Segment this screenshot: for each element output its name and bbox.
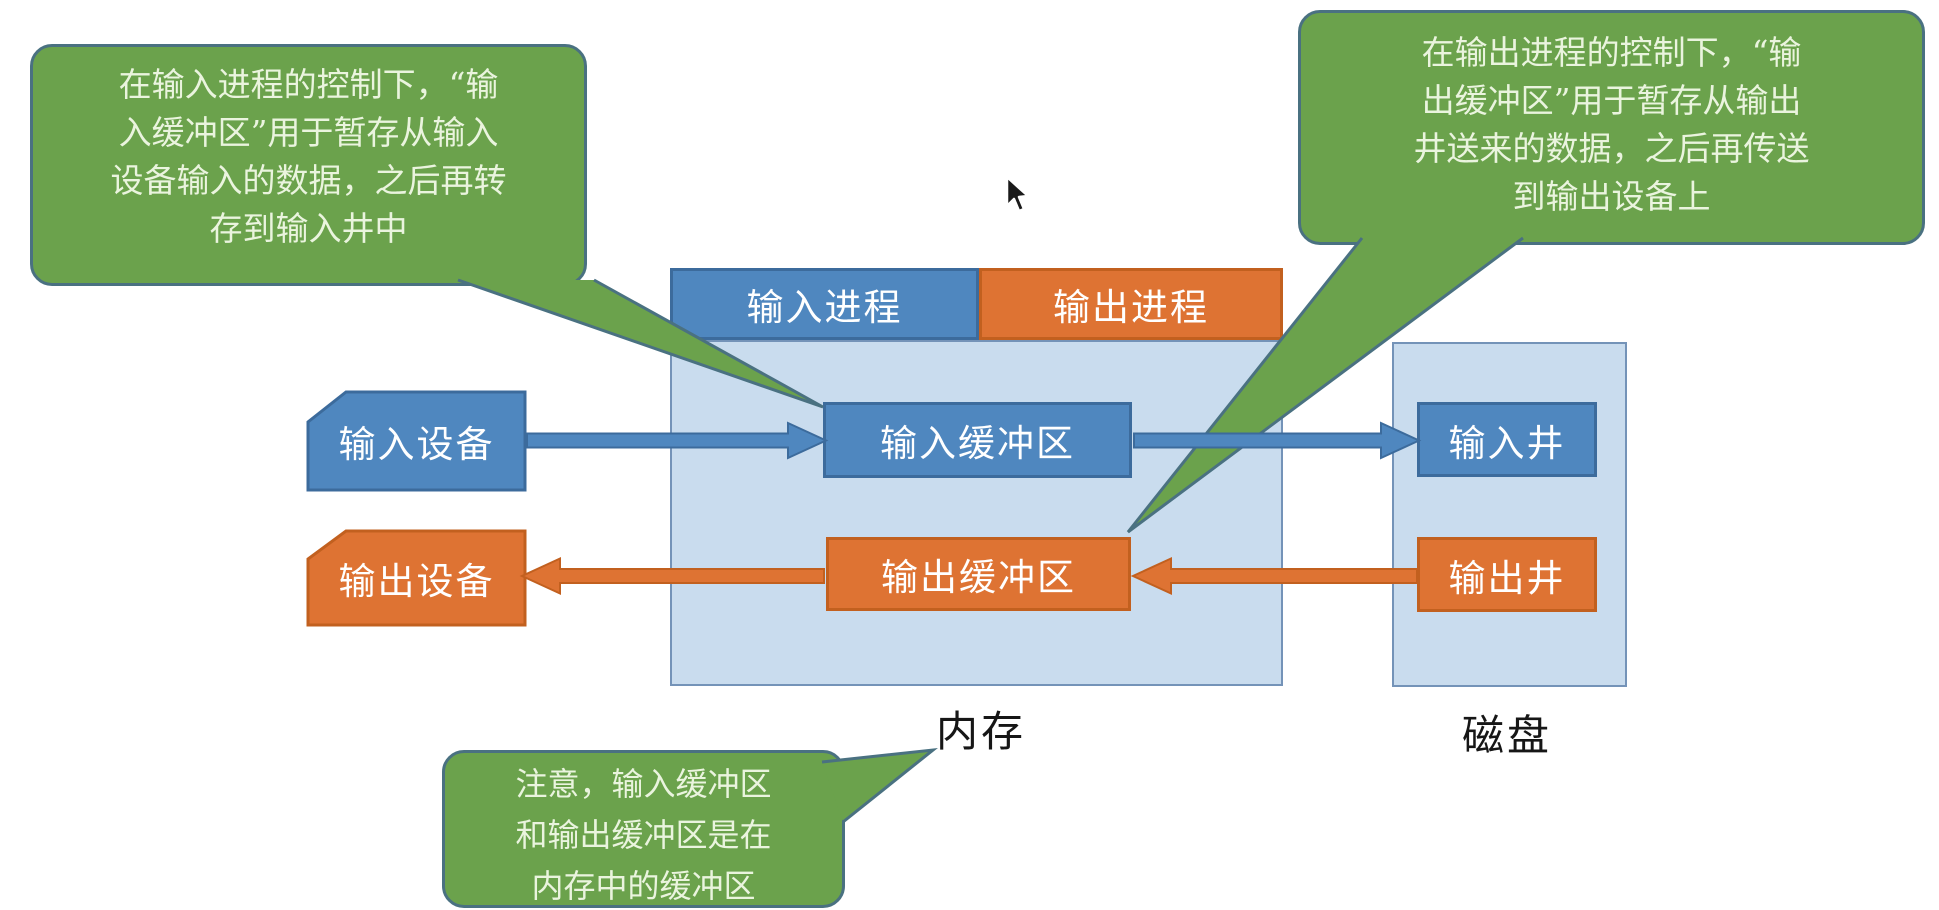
memory-caption: 内存 [936,707,1027,756]
disk-panel [1392,342,1627,687]
memory-note-line-3: 内存中的缓冲区 [531,867,756,905]
input-buffer-label: 输入缓冲区 [880,422,1075,465]
output-device-text: 输出设备 [338,560,495,603]
output-device-shape [306,529,527,627]
input-note-line-1: 在输入进程的控制下，“输 [118,65,499,104]
input-process-header: 输入进程 [670,268,979,340]
memory-panel [670,340,1283,686]
output-process-header: 输出进程 [979,268,1283,340]
memory-note-line-1: 注意，输入缓冲区 [515,765,772,803]
output-note-line-4: 到输出设备上 [1512,177,1711,216]
input-device-shape [306,390,527,492]
input-device-label: 输入设备 [308,392,525,490]
input-note-line-2: 入缓冲区”用于暂存从输入 [118,113,499,152]
output-note-callout: 在输出进程的控制下，“输 出缓冲区”用于暂存从输出 井送来的数据，之后再传送 到… [1298,10,1925,245]
output-process-label: 输出进程 [1053,286,1209,329]
mouse-cursor-icon [1005,175,1030,213]
output-well-label: 输出井 [1448,556,1566,600]
output-note-line-3: 井送来的数据，之后再传送 [1413,129,1810,168]
input-well-box: 输入井 [1417,402,1597,477]
disk-caption: 磁盘 [1462,711,1553,760]
output-buffer-box: 输出缓冲区 [826,537,1131,611]
input-note-line-3: 设备输入的数据，之后再转 [110,161,507,200]
output-note-line-2: 出缓冲区”用于暂存从输出 [1421,81,1802,120]
output-note-line-1: 在输出进程的控制下，“输 [1421,33,1802,72]
memory-note-callout: 注意，输入缓冲区 和输出缓冲区是在 内存中的缓冲区 [442,750,845,908]
input-note-line-4: 存到输入井中 [209,209,408,248]
input-well-label: 输入井 [1448,421,1566,465]
output-buffer-label: 输出缓冲区 [881,556,1076,599]
output-device-label: 输出设备 [308,531,525,625]
input-note-callout: 在输入进程的控制下，“输 入缓冲区”用于暂存从输入 设备输入的数据，之后再转 存… [30,44,587,286]
input-buffer-box: 输入缓冲区 [823,402,1132,478]
memory-note-line-2: 和输出缓冲区是在 [515,816,772,854]
input-device-text: 输入设备 [338,423,495,466]
input-process-label: 输入进程 [746,286,903,329]
output-well-box: 输出井 [1417,537,1597,612]
